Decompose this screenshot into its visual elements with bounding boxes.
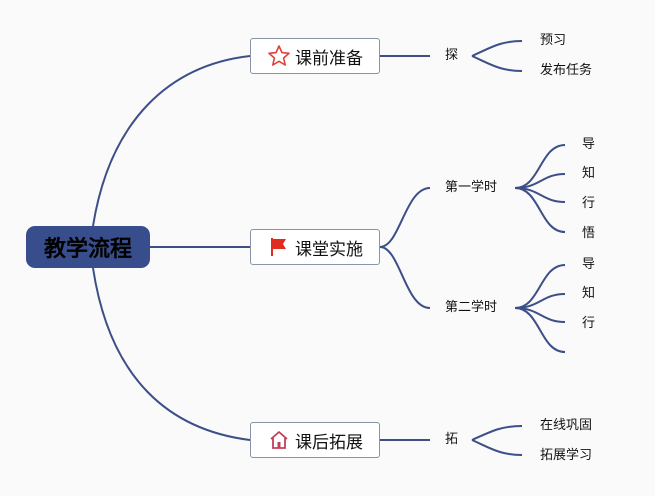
leaf-p1-guide[interactable]: 导 [582,137,596,152]
link-extend-leaf2 [471,439,523,456]
link-explore-leaf1 [471,40,523,57]
root-topic[interactable]: 教学流程 [26,226,150,268]
subtopic-extend[interactable]: 拓 [445,432,459,447]
topic-class-label: 课堂实施 [295,239,363,260]
star-icon [267,44,291,68]
link-root-after [92,267,251,441]
leaf-preview[interactable]: 预习 [540,33,567,48]
leaf-p1-know[interactable]: 知 [582,166,596,181]
leaf-p2-know[interactable]: 知 [582,286,596,301]
topic-class[interactable]: 课堂实施 [250,229,380,265]
flag-icon [267,235,291,259]
subtopic-explore[interactable]: 探 [445,48,459,63]
topic-after[interactable]: 课后拓展 [250,422,380,458]
link-explore-leaf2 [471,55,523,72]
link-p2-leaf4 [514,307,566,353]
link-extend-leaf1 [471,425,523,441]
link-root-prep [92,55,251,227]
leaf-p1-act[interactable]: 行 [582,196,596,211]
topic-after-label: 课后拓展 [295,432,363,453]
link-class-period2 [379,246,431,309]
subtopic-period-1[interactable]: 第一学时 [445,180,498,195]
topic-prep-label: 课前准备 [295,48,363,69]
leaf-p1-realize[interactable]: 悟 [582,226,596,241]
link-p1-leaf4 [514,187,566,233]
link-class-period1 [379,187,431,248]
home-icon [267,428,291,452]
topic-prep[interactable]: 课前准备 [250,38,380,74]
root-title: 教学流程 [43,237,132,262]
leaf-p2-guide[interactable]: 导 [582,257,596,272]
leaf-assign-task[interactable]: 发布任务 [540,63,593,78]
leaf-p2-act[interactable]: 行 [582,316,596,331]
subtopic-period-2[interactable]: 第二学时 [445,300,498,315]
leaf-extended-study[interactable]: 拓展学习 [540,448,593,463]
leaf-online-review[interactable]: 在线巩固 [540,418,593,433]
